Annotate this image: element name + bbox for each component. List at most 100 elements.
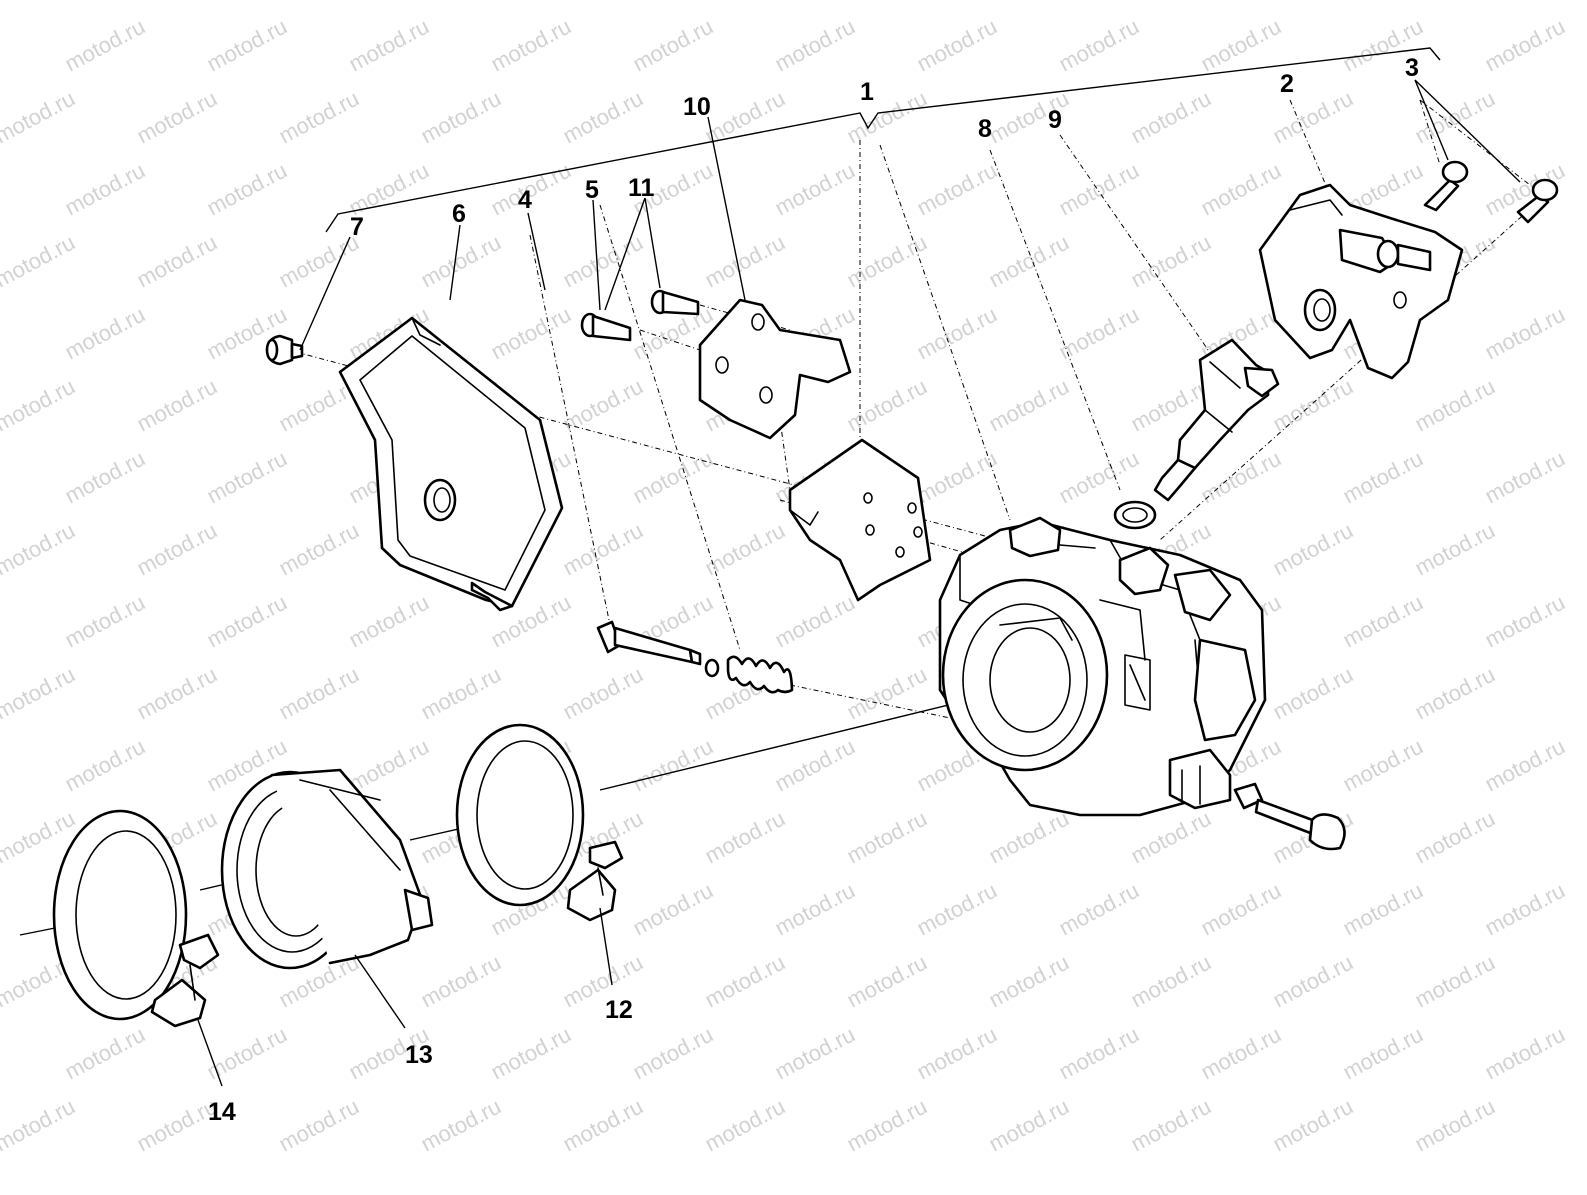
part-seal-8 <box>1113 500 1157 530</box>
watermark-text: motod.ru <box>133 230 221 293</box>
watermark-text: motod.ru <box>133 86 221 149</box>
watermark-text: motod.ru <box>913 14 1001 77</box>
watermark-text: motod.ru <box>1411 662 1499 725</box>
watermark-text: motod.ru <box>1411 806 1499 869</box>
watermark-text: motod.ru <box>275 86 363 149</box>
part-screws-11 <box>580 289 700 342</box>
watermark-text: motod.ru <box>1481 14 1569 77</box>
part-nut-7 <box>265 334 304 366</box>
watermark-text: motod.ru <box>701 950 789 1013</box>
watermark-text: motod.ru <box>701 230 789 293</box>
watermark-text: motod.ru <box>1339 446 1427 509</box>
part-screw-4 <box>596 620 702 666</box>
watermark-text: motod.ru <box>1127 230 1215 293</box>
watermark-text: motod.ru <box>1197 446 1285 509</box>
watermark-text: motod.ru <box>771 590 859 653</box>
watermark-text: motod.ru <box>1269 950 1357 1013</box>
watermark-text: motod.ru <box>1127 1094 1215 1157</box>
watermark-text: motod.ru <box>771 14 859 77</box>
watermark-text: motod.ru <box>843 662 931 725</box>
watermark-text: motod.ru <box>1269 662 1357 725</box>
watermark-text: motod.ru <box>843 86 931 149</box>
part-cover-6 <box>338 316 564 612</box>
watermark-text: motod.ru <box>1411 518 1499 581</box>
watermark-text: motod.ru <box>1055 1022 1143 1085</box>
watermark-text: motod.ru <box>559 374 647 437</box>
watermark-text: motod.ru <box>1411 1094 1499 1157</box>
watermark-text: motod.ru <box>1055 878 1143 941</box>
watermark-text: motod.ru <box>417 86 505 149</box>
watermark-text: motod.ru <box>61 734 149 797</box>
watermark-text: motod.ru <box>417 1094 505 1157</box>
watermark-text: motod.ru <box>1055 446 1143 509</box>
watermark-layer: motod.ru motod.ru motod.ru motod.ru motod.ru… <box>0 14 1569 1157</box>
watermark-text: motod.ru <box>771 158 859 221</box>
watermark-text: motod.ru <box>843 374 931 437</box>
watermark-text: motod.ru <box>203 1022 291 1085</box>
watermark-text: motod.ru <box>1127 950 1215 1013</box>
watermark-text: motod.ru <box>133 374 221 437</box>
watermark-text: motod.ru <box>1269 374 1357 437</box>
watermark-text: motod.ru <box>771 878 859 941</box>
watermark-text: motod.ru <box>61 158 149 221</box>
watermark-text: motod.ru <box>913 158 1001 221</box>
watermark-text: motod.ru <box>203 590 291 653</box>
part-injector-9 <box>1153 338 1280 502</box>
watermark-text: motod.ru <box>487 1022 575 1085</box>
watermark-text: motod.ru <box>913 1022 1001 1085</box>
watermark-text: motod.ru <box>61 14 149 77</box>
watermark-text: motod.ru <box>701 86 789 149</box>
callout-4: 4 <box>518 186 532 214</box>
watermark-text: motod.ru <box>1481 878 1569 941</box>
watermark-text: motod.ru <box>1055 158 1143 221</box>
watermark-text: motod.ru <box>0 86 79 149</box>
watermark-text: motod.ru <box>1411 950 1499 1013</box>
watermark-text: motod.ru <box>345 158 433 221</box>
part-o-ring <box>704 658 720 678</box>
leader-lines <box>197 79 1521 1087</box>
watermark-text: motod.ru <box>1269 518 1357 581</box>
watermark-text: motod.ru <box>843 806 931 869</box>
watermark-text: motod.ru <box>843 1094 931 1157</box>
callout-9: 9 <box>1048 106 1062 134</box>
watermark-text: motod.ru <box>843 950 931 1013</box>
watermark-text: motod.ru <box>417 662 505 725</box>
watermark-text: motod.ru <box>559 1094 647 1157</box>
watermark-text: motod.ru <box>913 302 1001 365</box>
part-throttle-body <box>938 516 1346 851</box>
callout-3: 3 <box>1405 54 1419 82</box>
watermark-text: motod.ru <box>629 14 717 77</box>
watermark-text: motod.ru <box>629 878 717 941</box>
callout-7: 7 <box>350 213 364 241</box>
watermark-text: motod.ru <box>1481 302 1569 365</box>
watermark-text: motod.ru <box>133 518 221 581</box>
watermark-text: motod.ru <box>1481 590 1569 653</box>
watermark-text: motod.ru <box>0 374 79 437</box>
callout-12: 12 <box>605 996 633 1024</box>
watermark-text: motod.ru <box>629 446 717 509</box>
watermark-text: motod.ru <box>771 734 859 797</box>
watermark-text: motod.ru <box>345 734 433 797</box>
watermark-text: motod.ru <box>1339 590 1427 653</box>
watermark-text: motod.ru <box>559 86 647 149</box>
watermark-text: motod.ru <box>985 950 1073 1013</box>
watermark-text: motod.ru <box>61 1022 149 1085</box>
watermark-text: motod.ru <box>1197 878 1285 941</box>
watermark-text: motod.ru <box>1481 734 1569 797</box>
callout-1: 1 <box>860 78 874 106</box>
watermark-text: motod.ru <box>275 662 363 725</box>
callout-11: 11 <box>628 174 655 202</box>
watermark-text: motod.ru <box>203 158 291 221</box>
callout-10: 10 <box>683 93 711 121</box>
part-bolts-3 <box>1423 160 1559 224</box>
watermark-text: motod.ru <box>1197 1022 1285 1085</box>
part-clamp-14 <box>52 809 220 1028</box>
watermark-text: motod.ru <box>1481 1022 1569 1085</box>
watermark-text: motod.ru <box>985 230 1073 293</box>
watermark-text: motod.ru <box>1481 446 1569 509</box>
watermark-text: motod.ru <box>275 518 363 581</box>
watermark-text: motod.ru <box>61 446 149 509</box>
part-fuel-rail-2 <box>1258 183 1464 380</box>
watermark-text: motod.ru <box>559 950 647 1013</box>
